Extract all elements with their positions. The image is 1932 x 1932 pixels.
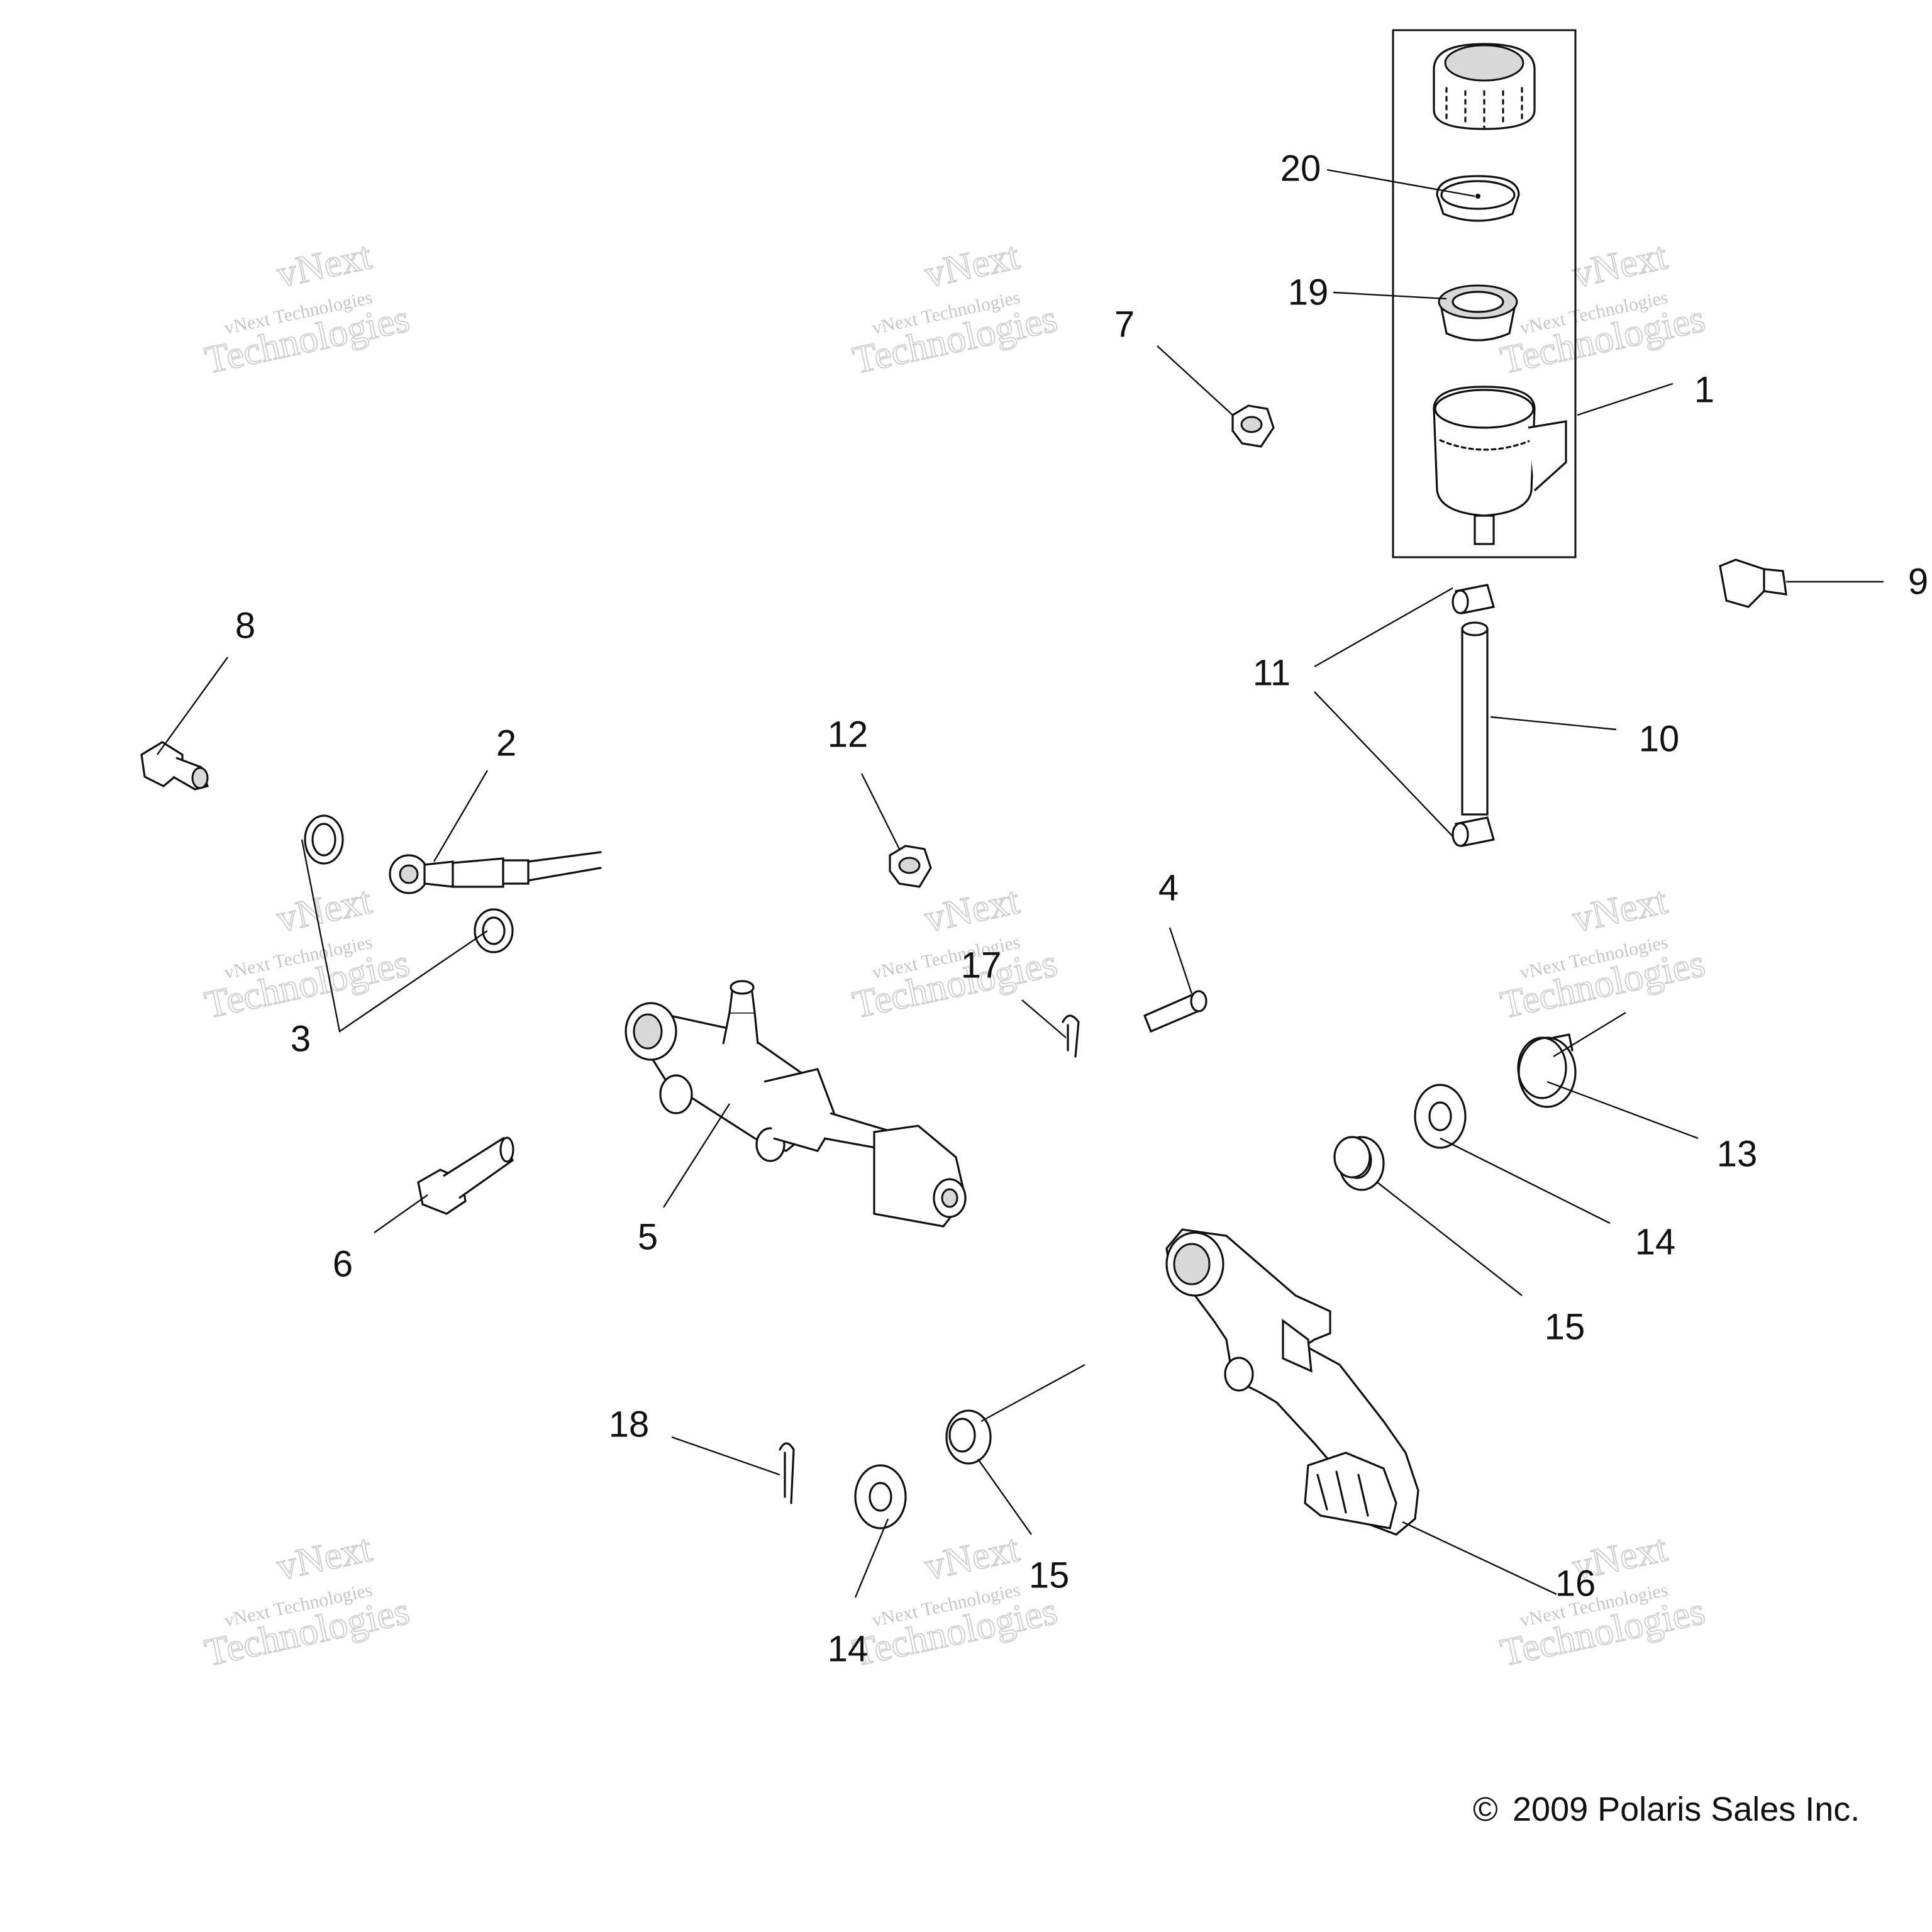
callout-16: 16 bbox=[1555, 1563, 1596, 1604]
leader-3 bbox=[301, 839, 488, 1033]
crush-washer-3b bbox=[474, 908, 514, 953]
nut-7 bbox=[1231, 404, 1275, 448]
watermark-1: vNext vNext Technologies Technologies bbox=[201, 234, 414, 383]
leader-12 bbox=[860, 773, 901, 850]
watermark-large-top: vNext bbox=[921, 879, 1023, 941]
callout-15-right: 15 bbox=[1545, 1307, 1585, 1348]
cotter-pin-18 bbox=[779, 1442, 795, 1504]
bleeder-8 bbox=[140, 741, 209, 791]
callout-11: 11 bbox=[1253, 653, 1291, 694]
copyright-symbol: © bbox=[1473, 1790, 1498, 1828]
leader-15a bbox=[1377, 1182, 1523, 1296]
leader-20 bbox=[1326, 169, 1475, 197]
callout-6: 6 bbox=[333, 1244, 353, 1285]
copyright-notice: © 2009 Polaris Sales Inc. bbox=[1473, 1790, 1860, 1828]
leader-1 bbox=[1577, 382, 1674, 416]
bushing-15-bottom bbox=[945, 1409, 992, 1465]
callout-17: 17 bbox=[961, 945, 1002, 986]
leader-8 bbox=[157, 657, 228, 755]
brake-hose-2 bbox=[389, 851, 602, 894]
reservoir-body bbox=[1433, 386, 1567, 545]
callout-12: 12 bbox=[828, 714, 869, 755]
callout-9: 9 bbox=[1908, 562, 1928, 602]
copyright-text: 2009 Polaris Sales Inc. bbox=[1513, 1790, 1860, 1828]
callout-13: 13 bbox=[1717, 1134, 1758, 1175]
leader-2 bbox=[433, 770, 489, 862]
watermark-large-top: vNext bbox=[1568, 235, 1670, 296]
brake-pedal-16 bbox=[1165, 1228, 1419, 1536]
leader-14a bbox=[1440, 1137, 1611, 1224]
leader-19 bbox=[1333, 291, 1447, 300]
leader-17 bbox=[1021, 999, 1067, 1038]
callouts: 1 2 3 4 5 6 7 8 9 10 11 12 13 14 14 15 1… bbox=[235, 148, 1928, 1670]
callout-2: 2 bbox=[496, 723, 516, 764]
leader-6 bbox=[374, 1194, 428, 1233]
watermark-2: vNext vNext Technologies Technologies bbox=[848, 234, 1062, 383]
bushing-15-right bbox=[1333, 1136, 1385, 1191]
callout-1: 1 bbox=[1694, 370, 1714, 411]
watermark-8: vNext vNext Technologies Technologies bbox=[848, 1526, 1062, 1675]
leader-16a bbox=[980, 1363, 1085, 1423]
nut-12 bbox=[889, 845, 932, 888]
leader-5 bbox=[662, 1103, 731, 1208]
callout-15-bottom: 15 bbox=[1029, 1555, 1070, 1596]
callout-19: 19 bbox=[1288, 272, 1329, 313]
callout-5: 5 bbox=[638, 1217, 658, 1258]
callout-14-bottom: 14 bbox=[828, 1629, 869, 1670]
callout-18: 18 bbox=[609, 1404, 650, 1445]
watermark-large-top: vNext bbox=[273, 1527, 375, 1589]
reservoir-diaphragm bbox=[1438, 284, 1518, 341]
bushing-11-bottom bbox=[1452, 816, 1496, 847]
callout-3: 3 bbox=[291, 1019, 311, 1060]
leader-16b bbox=[1402, 1521, 1557, 1596]
washer-14-bottom bbox=[854, 1464, 907, 1530]
watermark-large-top: vNext bbox=[273, 235, 375, 296]
watermark-6: vNext vNext Technologies Technologies bbox=[1496, 879, 1709, 1028]
callout-14-right: 14 bbox=[1635, 1222, 1676, 1263]
leader-14b bbox=[854, 1518, 889, 1598]
watermark-7: vNext vNext Technologies Technologies bbox=[201, 1526, 414, 1675]
callout-4: 4 bbox=[1158, 868, 1179, 909]
watermark-large-top: vNext bbox=[921, 235, 1023, 296]
reservoir-kit-box bbox=[1392, 29, 1577, 558]
bolt-9 bbox=[1719, 558, 1787, 608]
leader-7 bbox=[1157, 345, 1233, 416]
leader-11a bbox=[1314, 587, 1453, 668]
leader-lines bbox=[157, 169, 1884, 1598]
leader-15b bbox=[977, 1458, 1032, 1535]
washer-14-right bbox=[1414, 1084, 1467, 1149]
leader-13a bbox=[1553, 1011, 1626, 1058]
leader-4 bbox=[1169, 927, 1193, 994]
callout-10: 10 bbox=[1639, 719, 1680, 760]
callout-8: 8 bbox=[235, 606, 255, 647]
crush-washer-3a bbox=[304, 814, 344, 865]
master-cylinder-5 bbox=[625, 980, 967, 1228]
leader-11b bbox=[1314, 691, 1453, 837]
cotter-pin-17 bbox=[1062, 1014, 1080, 1058]
clevis-pin-4 bbox=[1143, 990, 1208, 1033]
return-spring-13 bbox=[1517, 1033, 1577, 1108]
callout-7: 7 bbox=[1114, 304, 1135, 345]
diaphragm-plate bbox=[1436, 175, 1520, 222]
bushing-11-top bbox=[1452, 584, 1496, 614]
leader-10 bbox=[1490, 716, 1617, 731]
leader-13b bbox=[1546, 1080, 1699, 1140]
callout-20: 20 bbox=[1280, 148, 1321, 189]
watermark-large-top: vNext bbox=[1568, 879, 1670, 941]
watermark-large-top: vNext bbox=[921, 1527, 1023, 1589]
watermark-large-top: vNext bbox=[273, 879, 375, 941]
bolt-6 bbox=[417, 1136, 514, 1215]
reservoir-cap bbox=[1433, 43, 1536, 130]
leader-18 bbox=[671, 1436, 780, 1476]
pivot-tube-10 bbox=[1461, 621, 1489, 816]
